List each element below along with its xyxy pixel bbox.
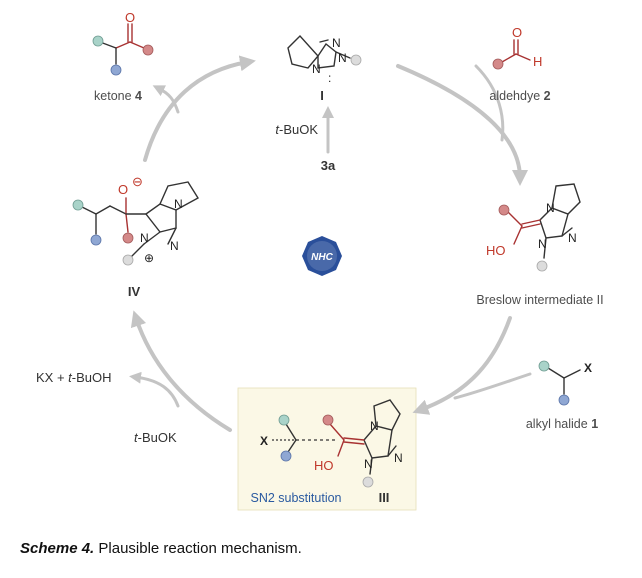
caption-label: Scheme 4. (20, 540, 95, 557)
aldehyde-2: O H aldehdye 2 (489, 25, 550, 103)
intermediate-IV-N2: N (140, 231, 149, 245)
intermediate-IV-N1: N (174, 197, 183, 211)
alkyl-halide-blue-group (558, 394, 570, 406)
catalyst-I-N3: N (312, 62, 321, 76)
caption-text: Plausible reaction mechanism. (94, 540, 302, 557)
intermediate-IV-plus: ⊕ (144, 251, 154, 265)
aldehyde-label: aldehdye 2 (489, 89, 550, 103)
catalyst-I-N2: N (338, 51, 347, 65)
sn2-highlight-box (237, 387, 417, 511)
nhc-badge-text: NHC (311, 252, 333, 263)
cycle-arrows (129, 55, 532, 432)
sn2-intermediate-III: X N N N HO SN2 substitution III (250, 399, 403, 505)
arrow-aldehyde-feed (474, 64, 505, 142)
intermediate-IV-gray-group (122, 254, 134, 266)
byproduct-group: KX + t-BuOH t-BuOK (36, 370, 177, 445)
breslow-N1: N (546, 201, 555, 215)
sn2-N1: N (370, 419, 379, 433)
intermediate-IV: O ⊖ N N N ⊕ IV (72, 174, 199, 299)
sn2-label: SN2 substitution (250, 491, 341, 505)
breslow-red-group (498, 204, 510, 216)
intermediate-IV-N3: N (170, 239, 179, 253)
intermediate-IV-minus: ⊖ (132, 174, 143, 189)
breslow-label: Breslow intermediate II (476, 293, 603, 307)
arrow-ketone-release (152, 85, 180, 114)
catalyst-I-gray-group (350, 54, 362, 66)
catalyst-I-N1: N (332, 36, 341, 50)
nhc-badge: NHC (302, 236, 342, 276)
base-top-group: t-BuOK 3a (275, 122, 336, 173)
arrow-IV-to-I (143, 55, 256, 162)
sn2-teal-group (278, 414, 290, 426)
sn2-X: X (260, 434, 268, 448)
intermediate-IV-teal-group (72, 199, 84, 211)
intermediate-IV-label: IV (128, 284, 141, 299)
reaction-scheme: NHC N N N : I t-BuOK 3a O ketone 4 (36, 10, 604, 511)
breslow-intermediate-II: N N N HO Breslow intermediate II (476, 183, 604, 307)
catalyst-I-lone-pair: : (328, 71, 331, 85)
ketone-teal-group (92, 35, 104, 47)
alkyl-halide-1: X alkyl halide 1 (526, 360, 598, 431)
ketone-4: O ketone 4 (92, 10, 154, 103)
sn2-red-group (322, 414, 334, 426)
alkyl-halide-X: X (584, 361, 592, 375)
arrow-alkyl-halide-feed (453, 372, 532, 400)
sn2-HO: HO (314, 458, 334, 473)
sn2-N3: N (394, 451, 403, 465)
intermediate-IV-O: O (118, 182, 128, 197)
ketone-blue-group (110, 64, 122, 76)
arrow-I-to-II (396, 64, 528, 186)
arrow-byproduct (129, 371, 180, 408)
aldehyde-red-group (492, 58, 504, 70)
catalyst-I: N N N : I (287, 34, 362, 103)
alkyl-halide-teal-group (538, 360, 550, 372)
figure-caption: Scheme 4. Plausible reaction mechanism. (20, 540, 302, 557)
arrow-II-to-III (412, 316, 512, 415)
breslow-gray-group (536, 260, 548, 272)
ketone-O: O (125, 10, 135, 25)
base-top-source: 3a (321, 158, 336, 173)
ketone-label: ketone 4 (94, 89, 142, 103)
base-top-label: t-BuOK (275, 122, 318, 137)
catalyst-I-label: I (320, 88, 324, 103)
aldehyde-O: O (512, 25, 522, 40)
breslow-HO: HO (486, 243, 506, 258)
breslow-N2: N (538, 237, 547, 251)
byproduct-label: KX + t-BuOH (36, 370, 112, 385)
intermediate-IV-blue-group (90, 234, 102, 246)
base-left-label: t-BuOK (134, 430, 177, 445)
aldehyde-H: H (533, 54, 542, 69)
sn2-gray-group (362, 476, 374, 488)
arrow-III-to-IV (130, 310, 232, 432)
intermediate-IV-red-group (122, 232, 134, 244)
alkyl-halide-label: alkyl halide 1 (526, 417, 598, 431)
sn2-blue-group (280, 450, 292, 462)
sn2-roman: III (379, 490, 390, 505)
breslow-N3: N (568, 231, 577, 245)
sn2-N2: N (364, 457, 373, 471)
ketone-red-group (142, 44, 154, 56)
